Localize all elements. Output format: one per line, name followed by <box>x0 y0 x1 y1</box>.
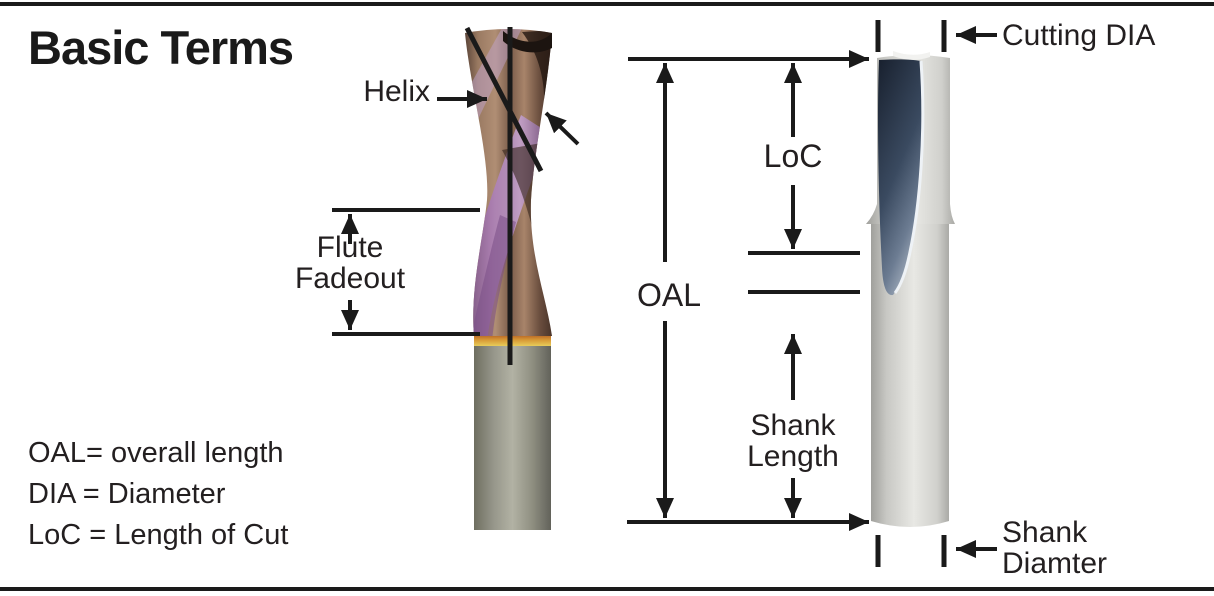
bottom-border-rule <box>0 587 1214 591</box>
legend-line-oal: OAL= overall length <box>28 437 284 469</box>
straight-tip-scoop <box>893 51 930 60</box>
straight-flute-bit-illustration <box>866 51 955 527</box>
loc-label: LoC <box>763 138 823 174</box>
shank-length-label-line2: Length <box>747 440 839 473</box>
legend-line-loc: LoC = Length of Cut <box>28 519 289 551</box>
shank-diameter-label-line2: Diamter <box>1002 547 1108 580</box>
shank-diameter-label-line1: Shank <box>1002 516 1088 549</box>
page-title: Basic Terms <box>28 21 294 74</box>
shank-diameter-label: Shank Diamter <box>1002 517 1107 579</box>
flute-fadeout-label: Flute Fadeout <box>280 232 420 294</box>
helix-label: Helix <box>363 75 430 108</box>
helix-angle-arrow <box>544 111 580 146</box>
legend-line-dia: DIA = Diameter <box>28 478 226 510</box>
shank-length-label-line1: Shank <box>750 409 836 442</box>
spiral-shank <box>474 344 551 530</box>
cutting-dia-label: Cutting DIA <box>1002 19 1156 52</box>
spiral-end-mill-illustration <box>464 26 552 530</box>
straight-cutting-edge-highlight <box>893 60 925 294</box>
shank-length-label: Shank Length <box>733 410 853 472</box>
terms-legend: OAL= overall length DIA = Diameter LoC =… <box>28 433 288 556</box>
flute-fadeout-label-line1: Flute <box>316 231 384 264</box>
top-border-rule <box>0 2 1214 6</box>
helix-angle-line <box>464 26 544 173</box>
oal-label: OAL <box>636 277 702 313</box>
flute-fadeout-label-line2: Fadeout <box>294 262 406 295</box>
straight-shank <box>871 224 949 527</box>
spiral-tip-notch <box>503 31 552 53</box>
